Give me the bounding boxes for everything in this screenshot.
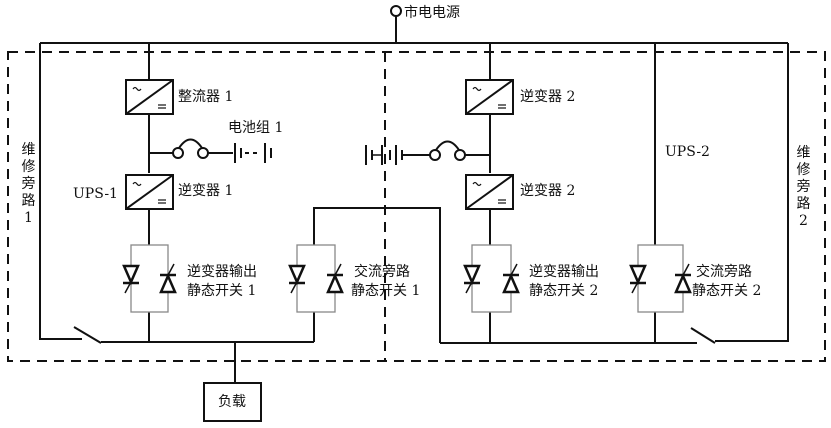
ups2-label: UPS-2 [665,144,710,160]
rectifier1-box [125,79,174,115]
inverter1-box [125,174,174,210]
load-label: 负载 [218,394,246,410]
maint-bypass2-line [715,43,789,342]
thyristor-down-icon [629,264,647,294]
thyristor-down-icon [463,264,481,294]
ac-bypass-switch2-label-2: 静态开关 2 [692,283,762,299]
inverter1-label: 逆变器 1 [178,183,234,199]
mains-label: 市电电源 [404,5,460,21]
ac-bypass-static-switch2 [629,244,692,313]
load-box [203,382,262,422]
battery1-breaker[interactable] [172,138,209,159]
inv-out-switch1-label-1: 逆变器输出 [187,264,257,280]
battery1-icon [234,143,272,163]
ac-bypass-switch2-label-1: 交流旁路 [696,264,752,280]
inverter2-top-label: 逆变器 2 [520,89,576,105]
inv-out-static-switch1 [122,244,177,313]
thyristor-up-icon [674,263,692,294]
maint-bypass1-label: 维修旁路1 [21,142,36,226]
ac-bypass-static-switch1 [288,244,344,313]
inv-out-switch1-label-2: 静态开关 1 [187,283,257,299]
ac-icon [132,181,142,187]
inv-out-switch2-label-2: 静态开关 2 [529,283,599,299]
ac-bypass-switch1-label-1: 交流旁路 [354,264,410,280]
ac-icon [132,86,142,92]
inverter2-top-box [465,79,514,115]
thyristor-up-icon [502,263,520,294]
thyristor-up-icon [326,263,344,294]
inv-out-switch2-label-1: 逆变器输出 [529,264,599,280]
maint-bypass1-switch[interactable] [73,326,102,344]
ac-icon [472,181,482,187]
battery1-label: 电池组 1 [228,120,284,136]
maint-bypass1-line [39,43,82,340]
system-boundary [7,51,826,362]
thyristor-up-icon [159,263,177,294]
maint-bypass2-switch[interactable] [690,327,716,344]
battery2-icon [365,145,408,165]
inv-out-static-switch2 [463,244,520,313]
rectifier1-label: 整流器 1 [178,89,234,105]
battery2-breaker[interactable] [429,140,466,161]
thyristor-down-icon [122,264,140,294]
ac-icon [472,86,482,92]
inverter2-label: 逆变器 2 [520,183,576,199]
maint-bypass2-label: 维修旁路2 [796,145,811,229]
ac-bypass-switch1-label-2: 静态开关 1 [351,283,421,299]
ups1-label: UPS-1 [73,186,118,202]
thyristor-down-icon [288,264,306,294]
mains-terminal-icon [390,5,402,17]
wires [7,5,826,422]
inverter2-box [465,174,514,210]
